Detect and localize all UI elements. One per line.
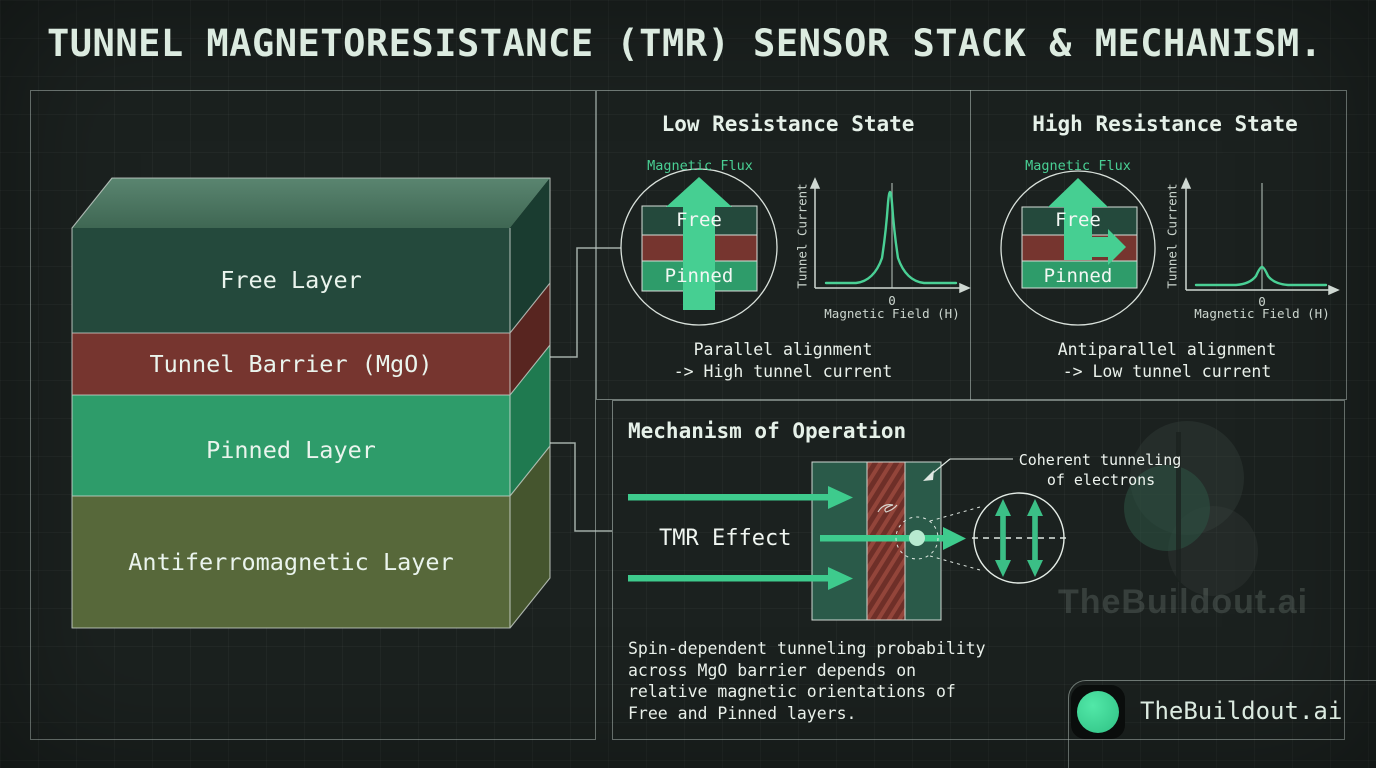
high-state-diagram <box>1000 170 1156 326</box>
high-flux-label: Magnetic Flux <box>1025 158 1131 174</box>
watermark-logo <box>1124 421 1258 596</box>
high-graph-ylabel: Tunnel Current <box>1164 183 1180 289</box>
flux-up-arrow <box>666 177 732 310</box>
high-graph-zero: 0 <box>1258 294 1266 309</box>
low-flux-label: Magnetic Flux <box>647 158 753 174</box>
low-graph-ylabel: Tunnel Current <box>794 183 810 289</box>
callout-pointer <box>923 458 1013 481</box>
high-graph-xlabel: Magnetic Field (H) <box>1194 306 1330 321</box>
mechanism-body-4: Free and Pinned layers. <box>628 704 857 723</box>
tmr-effect-label: TMR Effect <box>659 526 792 551</box>
mechanism-panel <box>612 400 1345 740</box>
coherent-callout-2: of electrons <box>1046 471 1156 489</box>
flux-up-arrow <box>1048 178 1108 260</box>
layer-label-barrier: Tunnel Barrier (MgO) <box>149 350 433 378</box>
brand-logo-dot-icon <box>1077 691 1119 733</box>
brand-plate <box>1068 680 1376 768</box>
flux-right-arrow <box>1080 229 1126 265</box>
tmr-stack-3d <box>71 177 551 629</box>
high-graph <box>1180 177 1340 296</box>
watermark-text: TheBuildout.ai <box>1057 583 1309 621</box>
low-state-heading: Low Resistance State <box>661 112 915 136</box>
low-graph-xlabel: Magnetic Field (H) <box>824 306 960 321</box>
brand-name: TheBuildout.ai <box>1140 697 1343 725</box>
low-caption-2: -> High tunnel current <box>673 362 893 381</box>
mechanism-heading: Mechanism of Operation <box>628 419 907 443</box>
barrier-scribble <box>877 504 898 513</box>
layer-label-antiferro: Antiferromagnetic Layer <box>128 548 454 576</box>
low-pinned-label: Pinned <box>664 265 734 287</box>
low-graph-zero: 0 <box>888 293 896 308</box>
high-free-label: Free <box>1055 209 1101 231</box>
high-caption-1: Antiparallel alignment <box>1057 340 1277 359</box>
zoom-cone-top <box>929 506 981 522</box>
electron-zoom-circle <box>895 516 939 560</box>
zoom-cone-bottom <box>929 555 981 571</box>
states-divider <box>970 90 971 400</box>
high-state-heading: High Resistance State <box>1032 112 1298 136</box>
electron-flow-arrows <box>628 486 966 590</box>
low-graph <box>809 177 971 294</box>
page-title: TUNNEL MAGNETORESISTANCE (TMR) SENSOR ST… <box>47 22 1323 65</box>
brand-logo <box>1071 685 1125 739</box>
layer-label-free: Free Layer <box>220 266 362 294</box>
layer-label-pinned: Pinned Layer <box>206 436 376 464</box>
high-caption-2: -> Low tunnel current <box>1062 362 1272 381</box>
stack-panel <box>30 90 596 740</box>
spin-arrows-icon <box>972 492 1066 584</box>
low-free-label: Free <box>676 209 722 231</box>
low-caption-1: Parallel alignment <box>693 340 873 359</box>
electron-dot <box>909 530 925 546</box>
coherent-callout-1: Coherent tunneling <box>1018 451 1182 469</box>
mechanism-body-3: relative magnetic orientations of <box>628 682 956 701</box>
mechanism-body-1: Spin-dependent tunneling probability <box>628 639 986 658</box>
mechanism-body-2: across MgO barrier depends on <box>628 661 917 680</box>
low-state-diagram <box>620 168 778 326</box>
states-panel <box>596 90 1347 400</box>
high-pinned-label: Pinned <box>1043 265 1113 287</box>
